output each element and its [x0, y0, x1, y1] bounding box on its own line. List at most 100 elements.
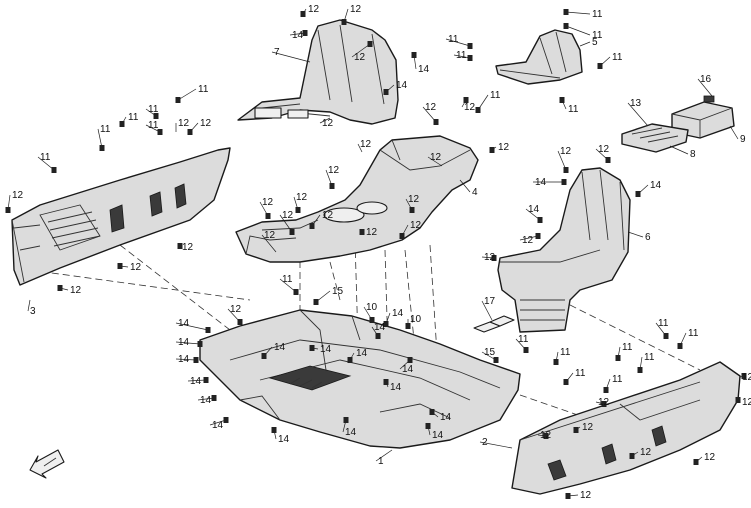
callout-number: 11 [198, 84, 209, 95]
callout-14-75: 14 [342, 417, 357, 438]
fastener-icon [343, 417, 349, 423]
fastener-icon [425, 423, 431, 429]
fastener-icon [300, 11, 306, 17]
leader-line [27, 299, 31, 312]
fastener-icon [491, 255, 497, 261]
callout-12-92: 12 [573, 422, 594, 433]
fastener-icon [663, 333, 669, 339]
callout-number: 12 [598, 144, 610, 155]
callout-number: 10 [366, 302, 378, 313]
fastener-icon [187, 129, 193, 135]
callout-12-51: 12 [279, 210, 295, 235]
callout-number: 12 [178, 118, 190, 129]
callout-12-54: 12 [405, 194, 420, 213]
fastener-icon [693, 459, 699, 465]
fastener-icon [341, 19, 347, 25]
fastener-icon [51, 167, 57, 173]
leader-line [481, 300, 493, 321]
part-5-center-cover [495, 29, 583, 85]
callout-11-87: 11 [655, 318, 669, 339]
callout-3-47: 3 [27, 299, 36, 317]
callout-number: 12 [12, 190, 24, 201]
fastener-icon [563, 23, 569, 29]
callout-number: 7 [274, 47, 280, 58]
callout-number: 11 [575, 368, 586, 379]
callout-number: 14 [274, 342, 286, 353]
fastener-icon [637, 367, 643, 373]
leader-line [209, 419, 227, 426]
callout-number: 12 [540, 430, 552, 441]
callout-11-42: 11 [37, 152, 57, 173]
fastener-icon [405, 323, 411, 329]
leader-line [37, 156, 55, 171]
callout-number: 3 [30, 306, 36, 317]
leader-line [519, 235, 539, 241]
callout-number: 14 [212, 420, 224, 431]
callout-12-48: 12 [259, 197, 274, 219]
callout-14-76: 14 [425, 423, 444, 441]
callout-12-91: 12 [595, 397, 610, 408]
callout-number: 12 [425, 102, 437, 113]
fastener-icon [559, 97, 565, 103]
callout-number: 12 [264, 230, 276, 241]
callout-14-59: 14 [175, 318, 211, 333]
callout-11-13: 11 [597, 52, 623, 69]
fastener-icon [573, 427, 579, 433]
callout-number: 14 [432, 430, 444, 441]
callout-12-94: 12 [693, 452, 716, 465]
callout-12-21: 12 [357, 139, 372, 153]
fastener-icon [475, 107, 481, 113]
callout-number: 4 [472, 187, 478, 198]
fastener-icon [399, 233, 405, 239]
fastener-icon [5, 207, 11, 213]
fastener-icon [383, 379, 389, 385]
fastener-icon [293, 289, 299, 295]
callout-11-8: 11 [563, 9, 603, 20]
fastener-icon [409, 207, 415, 213]
callout-6-33: 6 [627, 231, 651, 243]
fastener-icon [601, 401, 607, 407]
callout-12-17: 12 [461, 97, 476, 113]
callout-number: 12 [484, 252, 496, 263]
fastener-icon [375, 333, 381, 339]
callout-number: 14 [320, 344, 332, 355]
callout-number: 8 [690, 149, 696, 160]
callout-10-68: 10 [405, 314, 422, 329]
fastener-icon [433, 119, 439, 125]
callout-number: 12 [308, 4, 320, 15]
callout-14-65: 14 [261, 342, 286, 359]
callout-14-73: 14 [383, 379, 402, 393]
fastener-icon [223, 417, 229, 423]
callout-number: 14 [190, 376, 202, 387]
callout-14-29: 14 [533, 177, 567, 188]
callout-number: 14 [278, 434, 290, 445]
leader-line [97, 128, 103, 149]
callout-11-56: 11 [279, 274, 299, 295]
fastener-icon [367, 41, 373, 47]
callout-12-3: 12 [351, 41, 373, 63]
fastener-icon [203, 377, 209, 383]
leader-line [197, 397, 215, 401]
fastener-icon [561, 179, 567, 185]
leader-line [627, 102, 649, 127]
callout-11-35: 11 [175, 84, 209, 103]
callout-12-55: 12 [399, 220, 422, 239]
callout-7-4: 7 [271, 47, 311, 63]
fastener-icon [119, 121, 125, 127]
callout-14-31: 14 [525, 204, 543, 223]
callout-number: 14 [374, 322, 386, 333]
callout-number: 16 [700, 74, 712, 85]
leader-line [557, 150, 567, 171]
leader-line [271, 51, 311, 63]
callout-12-16: 12 [422, 102, 439, 125]
callout-14-63: 14 [197, 395, 217, 406]
fastener-icon [309, 345, 315, 351]
part-8-tray [621, 123, 689, 153]
fastener-icon [57, 285, 63, 291]
fastener-icon [347, 357, 353, 363]
callout-number: 12 [200, 118, 212, 129]
fastener-icon [597, 63, 603, 69]
fastener-icon [289, 229, 295, 235]
callout-number: 12 [354, 52, 366, 63]
fastener-icon [565, 493, 571, 499]
